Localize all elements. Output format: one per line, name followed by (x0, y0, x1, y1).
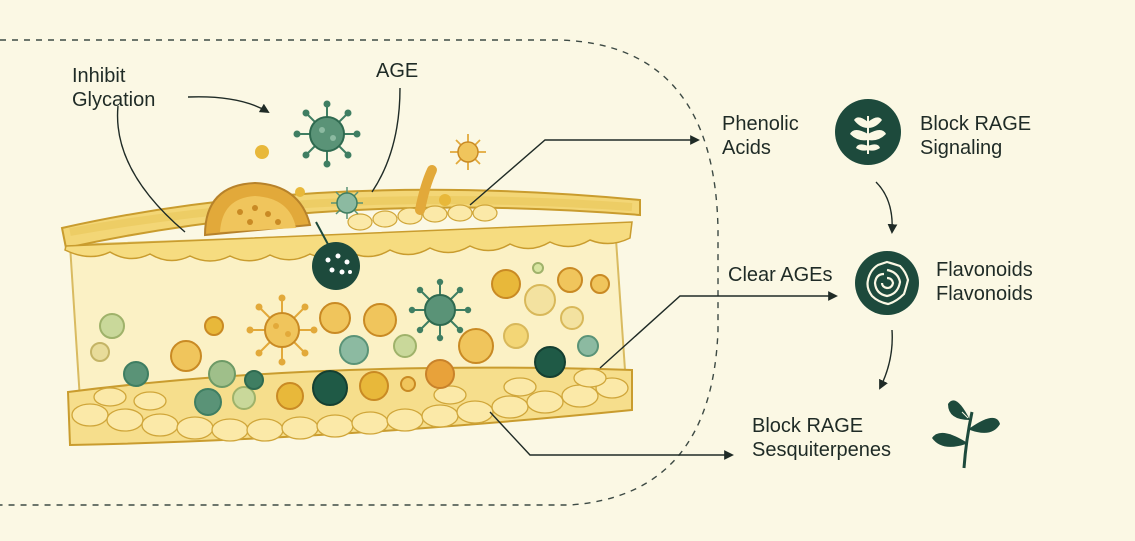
leaf-branch-icon (834, 98, 902, 171)
phenolic-line-2: Acids (722, 137, 771, 159)
phenolic-line-1: Phenolic (722, 113, 799, 135)
phenolic-acids-label: Phenolic Acids (722, 112, 799, 160)
block-rage-sesquiterpenes-label: Block RAGE Sesquiterpenes (752, 414, 891, 462)
inhibit-line-1: Inhibit (72, 65, 126, 87)
age-virus-gold-inside (246, 294, 318, 366)
block-rage-line-1: Block RAGE (752, 415, 864, 437)
age-virus-green-inside (408, 278, 472, 342)
phenolic-connector (469, 135, 700, 206)
bottom-cells (71, 368, 629, 442)
age-virus-gold-top (450, 134, 486, 170)
clear-connector (599, 291, 838, 369)
surface-cells (347, 204, 498, 231)
age-virus-green-top (293, 100, 361, 168)
flavonoids-label: Flavonoids Flavonoids (936, 258, 1033, 306)
dashed-boundary (0, 39, 719, 506)
flavonoids-line-1: Flavonoids (936, 259, 1033, 281)
zoom-circle (312, 221, 360, 290)
inhibit-glycation-label: Inhibit Glycation (72, 64, 155, 112)
clear-ages-label: Clear AGEs (728, 264, 833, 286)
sesquiterpenes-line: Sesquiterpenes (752, 439, 891, 461)
flavonoids-line-2: Flavonoids (936, 283, 1033, 305)
plant-sprig-icon (926, 390, 1006, 475)
swirl-icon (854, 250, 920, 321)
block-rage-signal-line-1: Block RAGE (920, 113, 1032, 135)
flow-arrow-2 (879, 329, 893, 390)
inhibit-line-2: Glycation (72, 89, 156, 111)
inhibit-pointer (116, 105, 186, 233)
inner-spheres (90, 262, 610, 416)
bottom-connector (489, 411, 734, 460)
age-label: AGE (376, 60, 419, 82)
inhibit-arrow (187, 96, 270, 114)
open-cell (203, 181, 312, 237)
age-virus-small (331, 187, 363, 219)
flow-arrow-1 (875, 181, 898, 234)
age-pointer (371, 87, 401, 193)
block-rage-signal-line-2: Signaling (920, 137, 1003, 159)
block-rage-signaling-label: Block RAGE Signaling (920, 112, 1031, 160)
